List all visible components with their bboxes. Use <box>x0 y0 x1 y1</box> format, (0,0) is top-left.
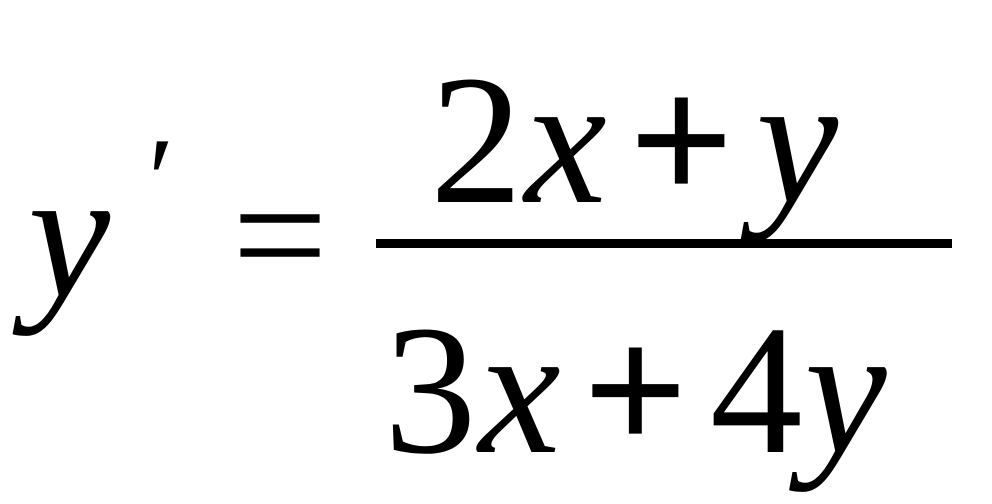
denominator: 3x+4y <box>384 298 889 483</box>
denominator-y: y <box>804 288 889 493</box>
numerator-coefficient: 2 <box>430 38 525 243</box>
prime-mark: ′ <box>148 113 175 246</box>
numerator-plus: + <box>628 38 737 243</box>
numerator-x: x <box>524 38 609 243</box>
lhs-variable: y <box>28 132 111 337</box>
denominator-coefficient: 3 <box>384 288 479 493</box>
denominator-plus: + <box>582 288 691 493</box>
denominator-coefficient-2: 4 <box>710 288 805 493</box>
numerator: 2x+y <box>430 48 840 233</box>
fraction-bar <box>376 239 952 248</box>
equals-sign: = <box>232 141 328 329</box>
denominator-x: x <box>478 288 563 493</box>
numerator-y: y <box>756 38 841 243</box>
